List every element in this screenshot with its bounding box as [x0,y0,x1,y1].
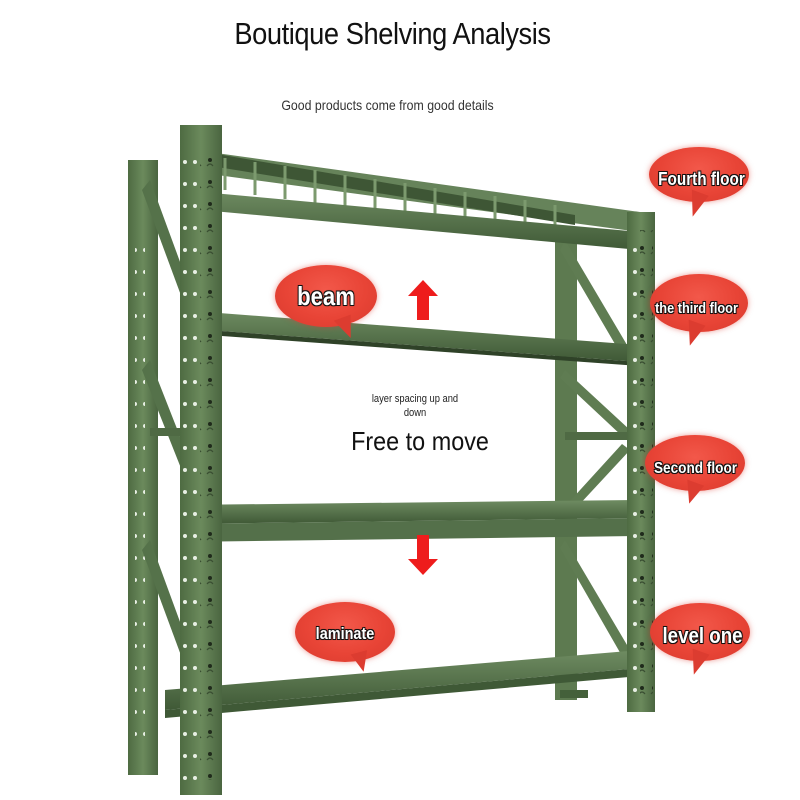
free-to-move-heading: Free to move [351,426,489,456]
callout-fourth-floor-label: Fourth floor [658,169,745,189]
callout-beam-label: beam [297,281,355,311]
page-title: Boutique Shelving Analysis [234,16,551,51]
callout-level-one: level one [648,603,773,683]
back-right-post [555,230,577,700]
spacing-note: layer spacing up and down [371,393,459,419]
callout-second-floor: Second floor [643,435,768,515]
callout-beam: beam [275,265,385,342]
callout-laminate: laminate [295,602,405,677]
callout-second-floor-label: Second floor [653,460,738,477]
callout-third-floor-label: the third floor [655,300,738,317]
arrow-up-icon [408,280,438,320]
callout-laminate-label: laminate [315,624,375,643]
callout-third-floor: the third floor [648,274,773,354]
page-subtitle: Good products come from good details [281,97,494,113]
callout-fourth-floor: Fourth floor [645,147,770,227]
arrow-down-icon [408,535,438,575]
callout-level-one-label: level one [662,623,743,648]
